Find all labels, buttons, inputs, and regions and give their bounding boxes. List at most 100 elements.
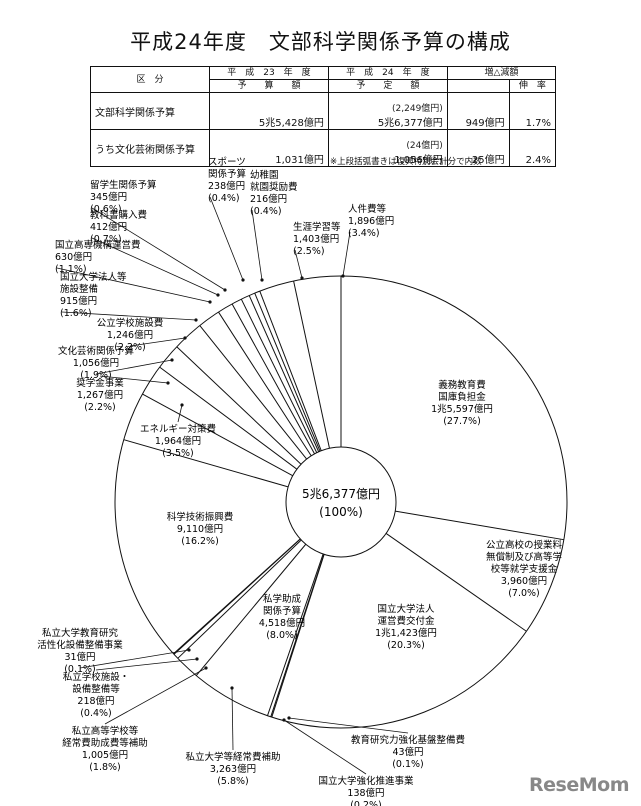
slice-label-line: 3,263億円 [210,763,256,775]
slice-divider [254,292,321,452]
header-category: 区 分 [90,66,210,93]
group-label-line: (8.0%) [266,630,298,641]
slice-label-line: 生涯学習等 [293,221,341,233]
leader-line [95,359,173,375]
leader-dot [180,403,184,407]
leader-dot [194,318,198,322]
slice-divider [270,554,325,717]
row-cur-value: 5兆6,377億円 [377,118,443,129]
leader-line [294,249,303,279]
leader-dot [166,381,170,385]
row-name: 文部科学関係予算 [90,92,210,130]
slice-label-line: 義務教育費 [438,379,486,391]
slice-divider [173,538,301,655]
leader-dot [300,276,304,280]
slice-label-line: 人件費等 [348,203,387,215]
slice-label-line: 私立大学教育研究 [42,627,119,639]
slice-divider [385,533,527,632]
group-label-line: 私学助成 [263,593,302,605]
slice-label-line: 216億円 [250,193,287,205]
slice-divider [240,298,318,453]
slice-label-line: 教科書購入費 [90,209,147,221]
leader-line [177,404,183,423]
slice-label-line: 関係予算 [208,168,246,180]
slice-label-line: 1,896億円 [348,215,394,227]
slice-label-line: 私立大学等経常費補助 [185,751,280,763]
leader-line [91,207,226,291]
slice-label-line: (0.1%) [392,759,424,770]
group-label-line: 関係予算 [263,605,301,617]
slice-divider [195,543,307,676]
row-cur-value: 1,056億円 [394,155,443,166]
slice-label-line: 138億円 [347,787,384,799]
leader-line [283,719,367,775]
slice-label-line: 校等就学支援金 [491,563,558,575]
slice-label-line: (2.2%) [114,342,146,353]
leader-dot [208,300,212,304]
leader-line [91,237,219,296]
leader-dot [195,657,199,661]
slice-label-line: (3.4%) [348,228,380,239]
budget-table: 区 分 平 成 23 年 度 平 成 24 年 度 増△減額 予 算 額 予 定… [90,66,557,167]
slice-label-line: 国立高専機構運営費 [55,239,141,251]
leader-line [251,209,263,281]
resemom-logo: ReseMom [529,774,629,796]
slice-label-line: (1.1%) [55,264,87,275]
slice-label-line: (0.7%) [90,234,122,245]
slice-label-line: (3.5%) [162,448,194,459]
slice-label-line: 奨学金事業 [76,377,124,389]
slice-label-line: (7.0%) [508,588,540,599]
slice-label-line: (0.4%) [208,193,240,204]
slice-label-line: (1.9%) [80,370,112,381]
slice-label-line: (2.2%) [84,402,116,413]
leader-line [231,687,234,751]
slice-label-line: (0.1%) [64,664,96,675]
leader-dot [204,666,208,670]
slice-label-line: (0.4%) [250,206,282,217]
leader-dot [183,336,187,340]
leader-dot [282,718,286,722]
slice-label-line: 238億円 [208,180,245,192]
slice-label-line: 公立高校の授業料 [486,539,563,551]
slice-divider [395,510,564,541]
slice-label-line: (16.2%) [181,536,219,547]
row-cur: (24億円) 1,056億円 [327,129,448,167]
slice-divider [267,553,324,716]
slice-divider [231,303,315,455]
slice-label-line: 運営費交付金 [377,615,435,627]
slice-label-line: 就園奨励費 [250,181,298,193]
slice-divider [248,295,320,452]
row-change: 25億円 [446,129,510,167]
slice-label-line: 教育研究力強化基盤整備費 [351,734,465,746]
leader-dot [216,293,220,297]
leader-line [79,649,190,669]
slice-label-line: 国庫負担金 [438,391,486,403]
slice-label-line: 9,110億円 [177,523,223,535]
slice-label-line: 国立大学強化推進事業 [318,775,414,787]
leader-dot [223,288,227,292]
slice-label-line: 文化芸術関係予算 [58,345,134,357]
slice-label-line: (0.6%) [90,204,122,215]
slice-label-line: 345億円 [90,191,127,203]
slice-divider [199,325,308,460]
slice-divider [259,290,322,451]
slice-label-line: 1兆1,423億円 [375,627,437,639]
slice-divider [293,280,330,449]
slice-label-line: 私立学校施設・ [63,671,130,683]
group-label-line: 4,518億円 [259,617,305,629]
